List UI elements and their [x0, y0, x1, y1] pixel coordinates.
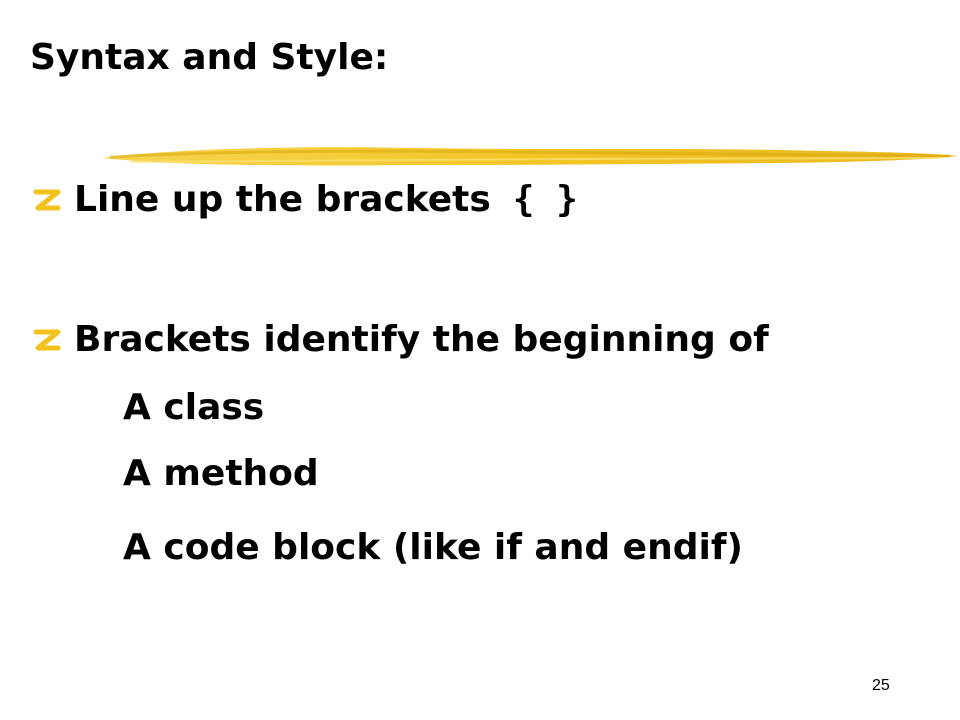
bullet-line-up-brackets: Line up the brackets { }	[30, 176, 578, 224]
sub-item-code-block: A code block (like if and endif)	[123, 527, 743, 568]
bullet-text: Brackets identify the beginning of	[74, 319, 769, 360]
bullet-text: Line up the brackets	[74, 179, 491, 220]
z-bullet-icon	[33, 329, 61, 351]
sub-item-class: A class	[123, 387, 265, 428]
page-number: 25	[872, 677, 890, 694]
slide-title: Syntax and Style:	[30, 37, 389, 78]
bullet-brackets-identify: Brackets identify the beginning of	[30, 316, 769, 364]
title-underline-brush	[102, 147, 958, 166]
z-bullet-icon	[33, 189, 61, 211]
sub-item-method: A method	[123, 453, 319, 494]
brackets-code: { }	[512, 179, 578, 220]
